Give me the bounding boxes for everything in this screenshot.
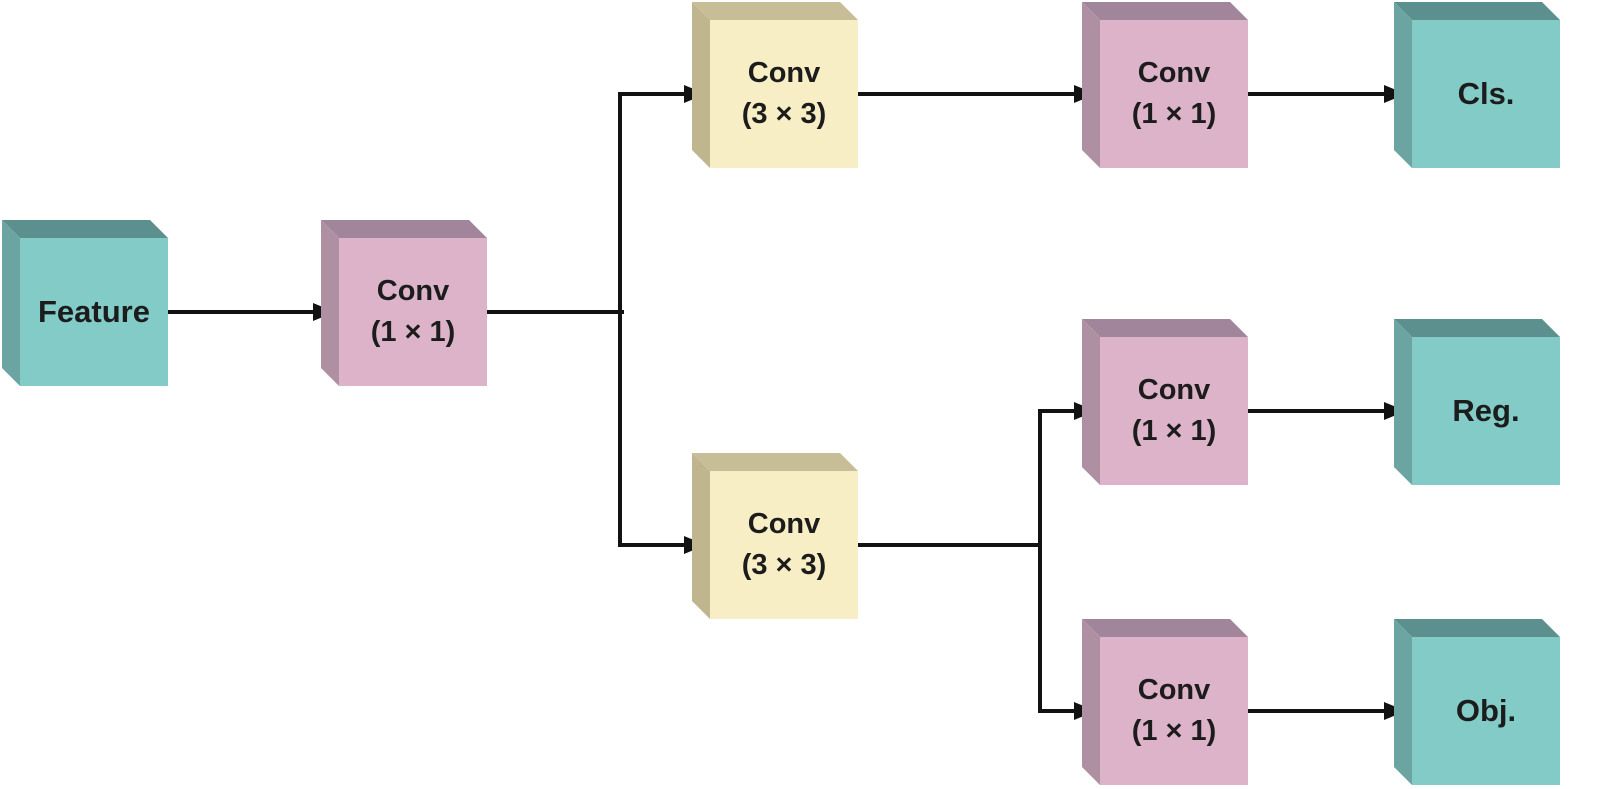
box-front-face: Conv (1 × 1) bbox=[1100, 337, 1248, 485]
edge-split1-vertical bbox=[618, 92, 622, 547]
box-front-face: Obj. bbox=[1412, 637, 1560, 785]
node-label-line1: Conv bbox=[747, 56, 821, 89]
node-cls: Cls. bbox=[1394, 2, 1560, 168]
node-label-line2: (1 × 1) bbox=[370, 316, 456, 348]
box-top-facet bbox=[1082, 319, 1248, 337]
edge-conv3-regobj-to-split2 bbox=[858, 543, 1042, 547]
box-top-facet bbox=[1082, 619, 1248, 637]
box-front-face: Conv (1 × 1) bbox=[339, 238, 487, 386]
box-left-facet bbox=[2, 220, 20, 386]
edge-conv3-cls-to-conv1-cls bbox=[858, 92, 1076, 96]
box-left-facet bbox=[321, 220, 339, 386]
edge-conv1-cls-to-cls bbox=[1248, 92, 1386, 96]
box-top-facet bbox=[1394, 2, 1560, 20]
box-left-facet bbox=[1082, 319, 1100, 485]
node-label-line1: Conv bbox=[376, 274, 450, 307]
box-front-face: Feature bbox=[20, 238, 168, 386]
edge-split2-to-conv1-reg bbox=[1040, 409, 1076, 413]
box-left-facet bbox=[1394, 319, 1412, 485]
edge-conv1-reg-to-reg bbox=[1248, 409, 1386, 413]
box-top-facet bbox=[321, 220, 487, 238]
box-left-facet bbox=[692, 453, 710, 619]
box-top-facet bbox=[2, 220, 168, 238]
box-top-facet bbox=[692, 2, 858, 20]
node-conv1-obj: Conv (1 × 1) bbox=[1082, 619, 1248, 785]
box-left-facet bbox=[1394, 619, 1412, 785]
node-conv3-cls: Conv (3 × 3) bbox=[692, 2, 858, 168]
node-obj: Obj. bbox=[1394, 619, 1560, 785]
box-left-facet bbox=[1082, 619, 1100, 785]
box-front-face: Reg. bbox=[1412, 337, 1560, 485]
node-label-line1: Conv bbox=[747, 507, 821, 540]
node-label-line2: (1 × 1) bbox=[1131, 715, 1217, 747]
box-top-facet bbox=[1394, 319, 1560, 337]
box-front-face: Conv (1 × 1) bbox=[1100, 637, 1248, 785]
edge-split1-to-conv3-regobj bbox=[620, 543, 686, 547]
edge-conv1-stem-to-split1 bbox=[487, 310, 624, 314]
box-front-face: Conv (1 × 1) bbox=[1100, 20, 1248, 168]
edge-conv1-obj-to-obj bbox=[1248, 709, 1386, 713]
box-front-face: Cls. bbox=[1412, 20, 1560, 168]
node-label-line2: (1 × 1) bbox=[1131, 415, 1217, 447]
edge-split2-vertical bbox=[1038, 409, 1042, 713]
edge-feature-to-conv1-stem bbox=[168, 310, 316, 314]
node-label: Reg. bbox=[1452, 392, 1520, 428]
node-label-line1: Conv bbox=[1137, 56, 1211, 89]
edge-split2-to-conv1-obj bbox=[1040, 709, 1076, 713]
box-top-facet bbox=[692, 453, 858, 471]
node-label-line1: Conv bbox=[1137, 673, 1211, 706]
node-label-line2: (3 × 3) bbox=[741, 549, 827, 581]
node-label-line1: Conv bbox=[1137, 373, 1211, 406]
box-top-facet bbox=[1082, 2, 1248, 20]
node-label: Feature bbox=[38, 293, 150, 329]
node-label: Cls. bbox=[1457, 75, 1515, 111]
node-label: Obj. bbox=[1455, 692, 1517, 728]
node-reg: Reg. bbox=[1394, 319, 1560, 485]
node-conv1-cls: Conv (1 × 1) bbox=[1082, 2, 1248, 168]
edge-split1-to-conv3-cls bbox=[620, 92, 686, 96]
node-label-line2: (1 × 1) bbox=[1131, 98, 1217, 130]
node-conv3-regobj: Conv (3 × 3) bbox=[692, 453, 858, 619]
node-feature: Feature bbox=[2, 220, 168, 386]
box-left-facet bbox=[1082, 2, 1100, 168]
box-front-face: Conv (3 × 3) bbox=[710, 471, 858, 619]
node-conv1-reg: Conv (1 × 1) bbox=[1082, 319, 1248, 485]
node-conv1-stem: Conv (1 × 1) bbox=[321, 220, 487, 386]
box-left-facet bbox=[1394, 2, 1412, 168]
box-left-facet bbox=[692, 2, 710, 168]
box-front-face: Conv (3 × 3) bbox=[710, 20, 858, 168]
box-top-facet bbox=[1394, 619, 1560, 637]
node-label-line2: (3 × 3) bbox=[741, 98, 827, 130]
